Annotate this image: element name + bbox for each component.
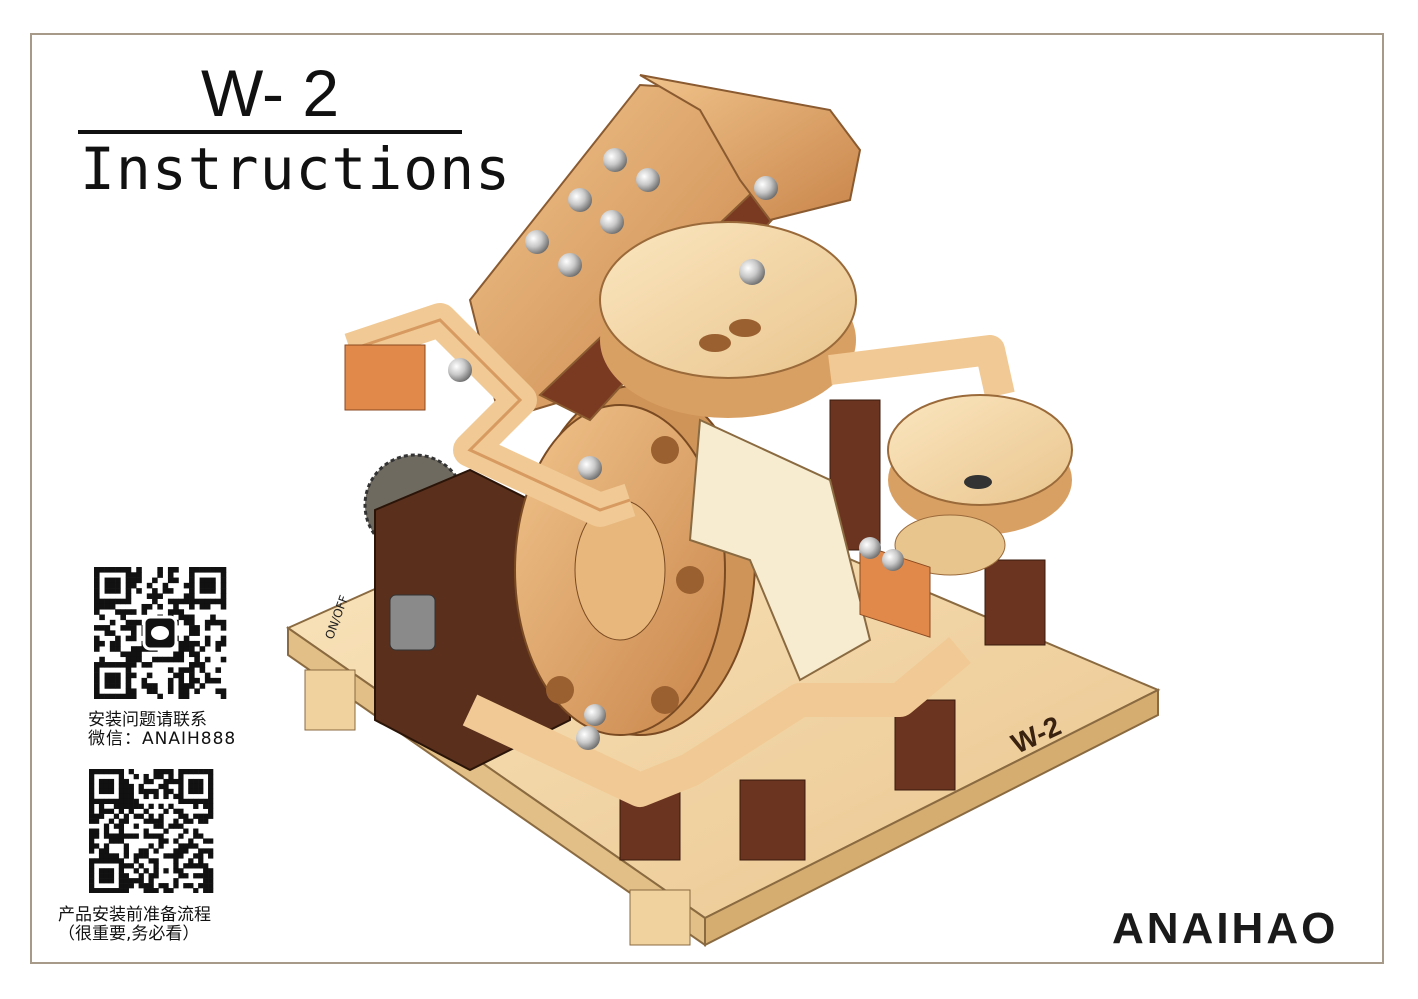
marble-machine-illustration: W-2 ON/OFF — [285, 74, 1161, 947]
prep-qr-code-icon[interactable] — [89, 769, 215, 893]
funnel-bowl — [828, 335, 1073, 576]
steel-balls — [448, 148, 904, 750]
model-title: W- 2 — [200, 56, 340, 130]
lower-track — [462, 636, 971, 807]
zigzag-track — [688, 418, 872, 682]
contact-wechat-id: 微信：ANAIH888 — [88, 729, 237, 749]
instructions-title: Instructions — [80, 135, 512, 203]
round-platform — [599, 221, 857, 418]
page-frame — [30, 33, 1384, 964]
contact-line-1: 安装问题请联系 — [88, 710, 207, 730]
title-divider — [78, 130, 462, 134]
side-cup — [344, 344, 426, 411]
prep-line-1: 产品安装前准备流程 — [58, 905, 211, 925]
brand-logo: ANAIHAO — [1112, 904, 1339, 953]
wechat-qr-code-icon[interactable] — [94, 567, 228, 699]
prep-line-2: （很重要,务必看） — [58, 924, 200, 944]
support-legs — [619, 399, 1046, 861]
